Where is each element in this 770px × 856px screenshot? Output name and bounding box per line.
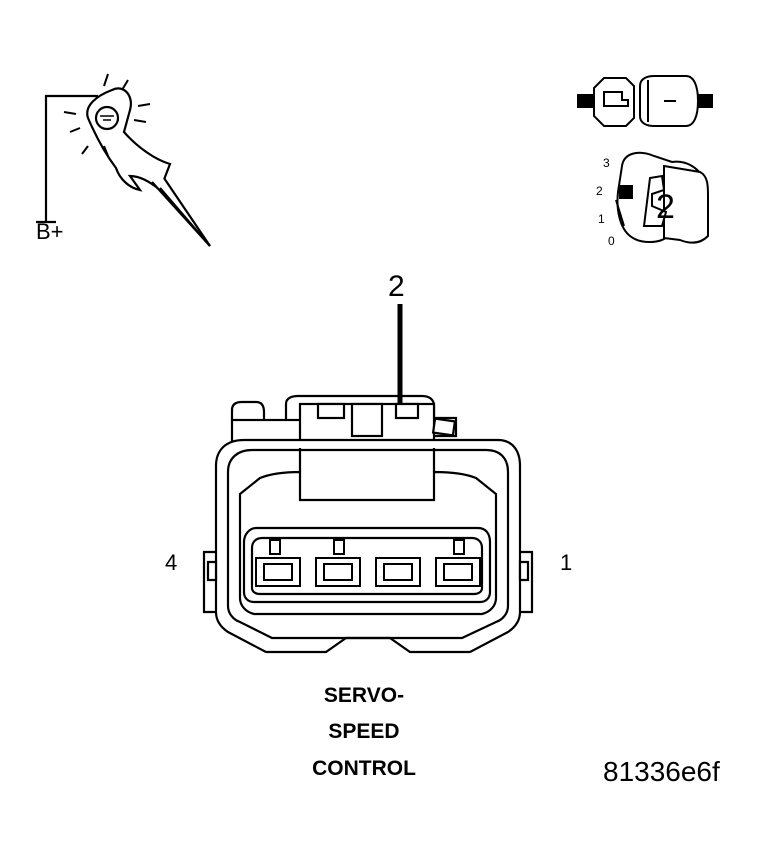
pin-number-right: 1 bbox=[560, 550, 573, 575]
figure-id: 81336e6f bbox=[603, 756, 720, 787]
ignition-key-position: 2 bbox=[656, 188, 675, 226]
connector-disconnected-icon bbox=[577, 75, 713, 127]
ignition-key-icon bbox=[615, 151, 710, 244]
terminal-pin-4 bbox=[255, 539, 301, 587]
ignition-position-2: 2 bbox=[596, 184, 603, 198]
ignition-position-0: 0 bbox=[608, 234, 615, 248]
terminal-pin-1 bbox=[435, 539, 481, 587]
test-light-icon bbox=[36, 73, 211, 247]
connector-face bbox=[202, 394, 534, 654]
b-plus-label: B+ bbox=[36, 219, 64, 244]
connector-title-line-1: SERVO- bbox=[323, 684, 405, 707]
connector-title-line-2: SPEED bbox=[328, 720, 400, 743]
ignition-position-1: 1 bbox=[598, 212, 605, 226]
callout-number: 2 bbox=[388, 270, 405, 303]
terminal-pin-2 bbox=[375, 557, 421, 587]
ignition-position-3: 3 bbox=[603, 156, 610, 170]
connector-title-line-3: CONTROL bbox=[312, 757, 416, 780]
pin-number-left: 4 bbox=[165, 550, 178, 575]
terminal-pin-3 bbox=[315, 539, 361, 587]
